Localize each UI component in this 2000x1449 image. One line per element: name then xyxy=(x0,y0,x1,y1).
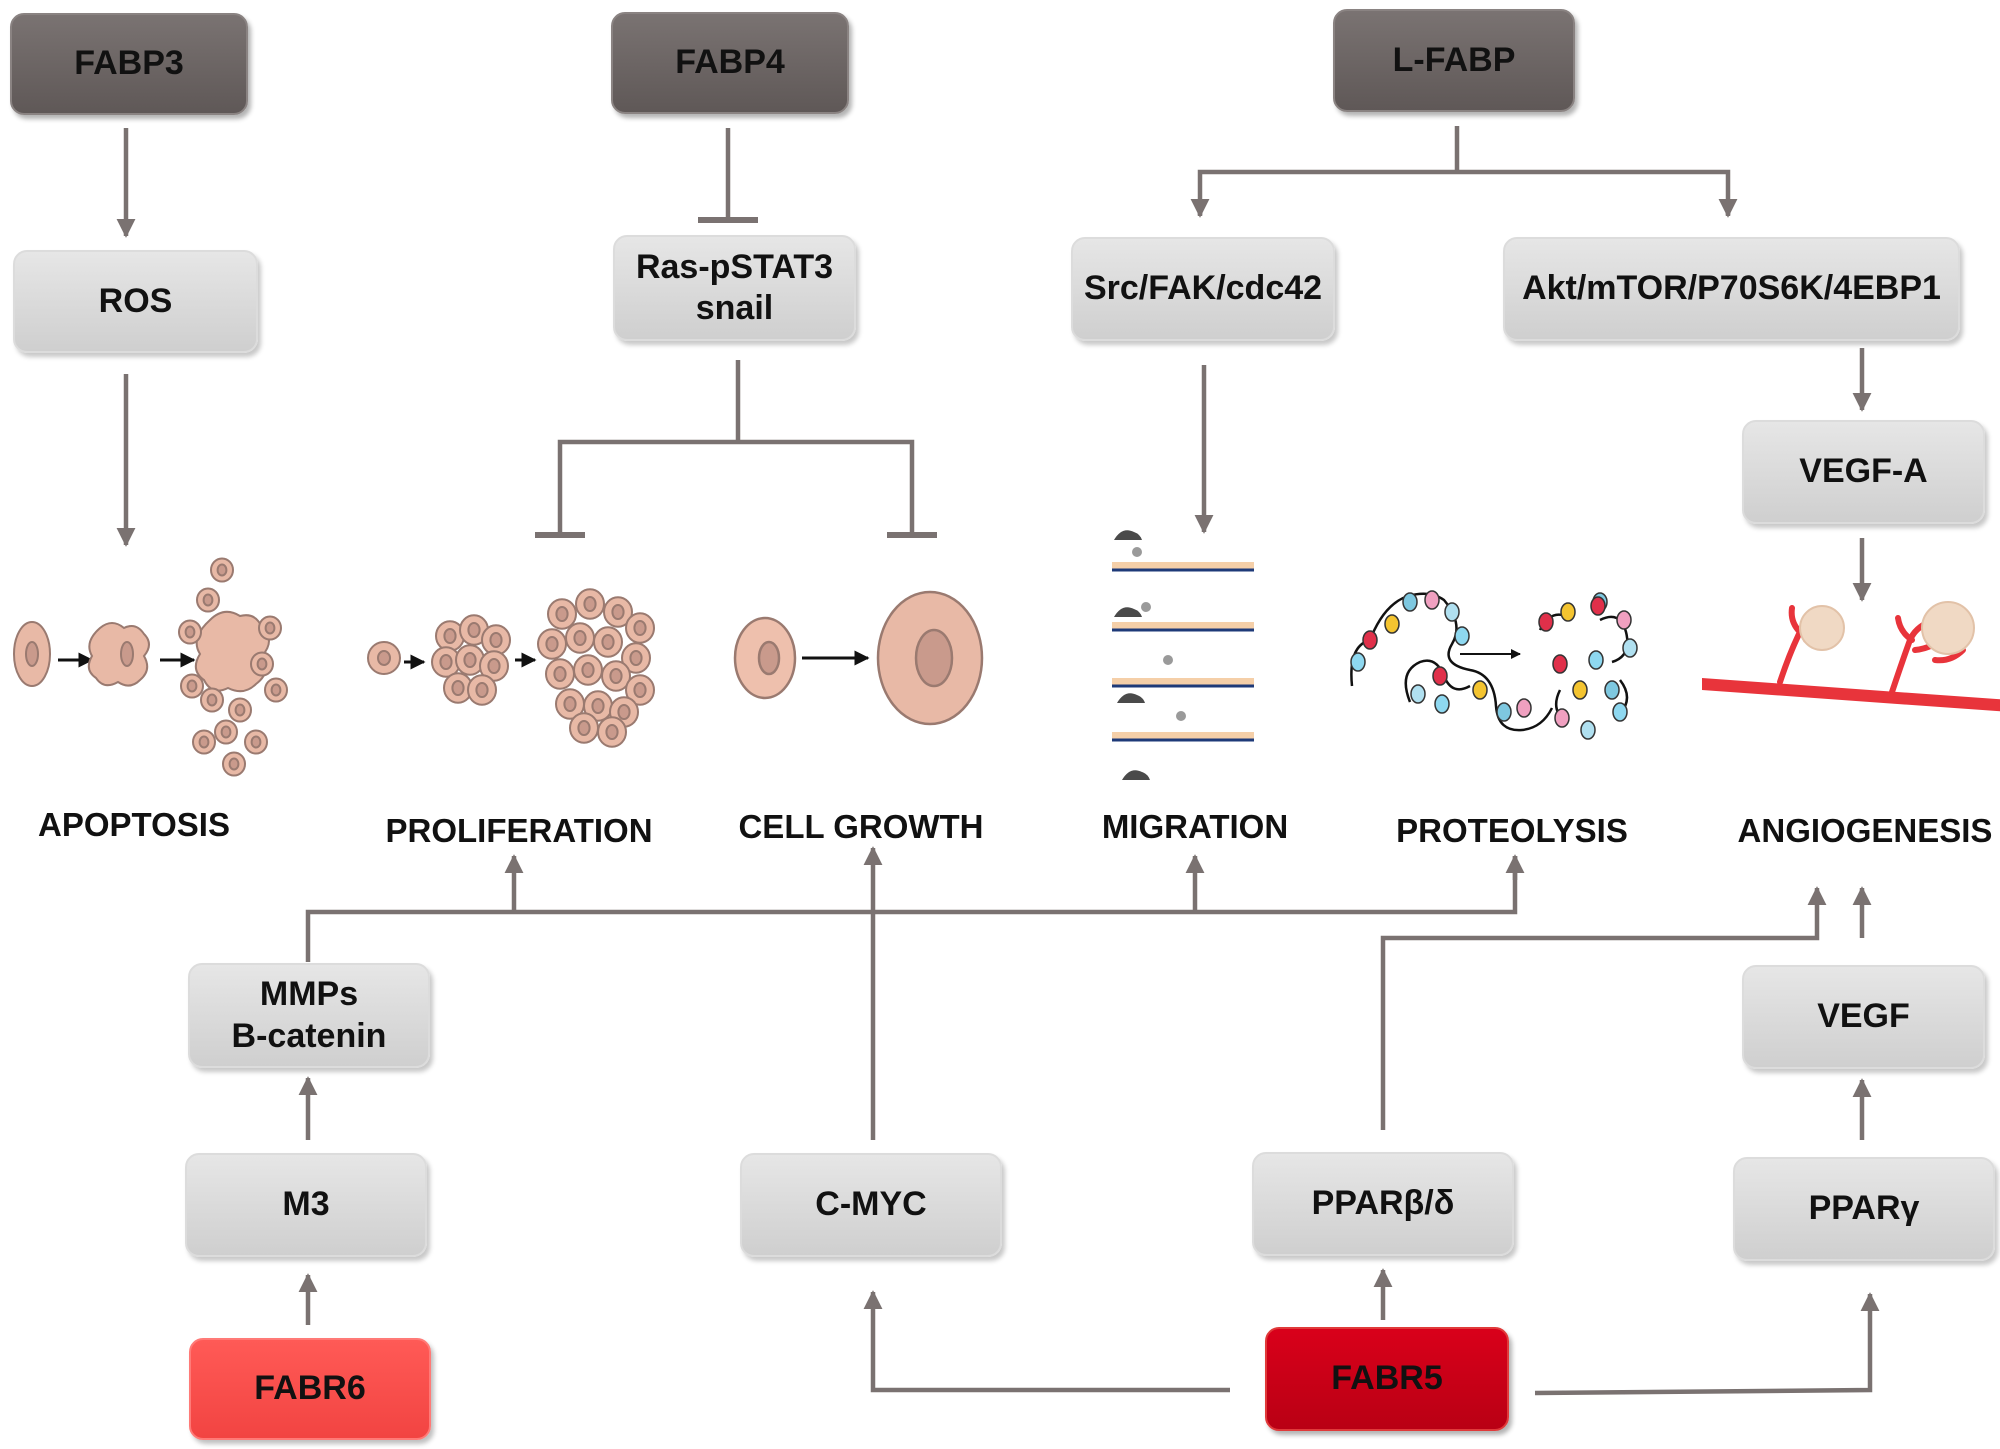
apoptotic-body xyxy=(244,729,268,755)
peptide-bead xyxy=(1572,680,1588,700)
peptide-bead xyxy=(1362,630,1378,650)
proliferating-cell xyxy=(583,690,613,722)
proliferation-illustration xyxy=(367,588,655,748)
proliferating-cell xyxy=(625,612,655,644)
edge-fabr5-pparg xyxy=(1534,1292,1880,1396)
outcome-angiogenesis: ANGIOGENESIS xyxy=(1737,812,1993,849)
proliferating-cell xyxy=(603,596,633,628)
peptide-bead xyxy=(1590,596,1606,616)
node-lfabp: L-FABP xyxy=(1333,9,1575,112)
edge-ppard-angiogenesis xyxy=(1380,886,1827,1130)
proteolysis-illustration xyxy=(1350,590,1638,740)
node-fabp4: FABP4 xyxy=(611,12,849,114)
node-vegf: VEGF xyxy=(1742,965,1985,1069)
outcome-migration: MIGRATION xyxy=(1101,808,1289,845)
cell-growth-illustration xyxy=(733,590,984,726)
dividing-cell xyxy=(467,674,497,706)
apoptotic-body xyxy=(250,651,274,677)
peptide-bead xyxy=(1588,650,1604,670)
proliferating-cell xyxy=(621,642,651,674)
angiogenesis-illustration xyxy=(1702,601,2000,712)
apoptotic-body xyxy=(192,729,216,755)
apoptotic-body xyxy=(214,719,238,745)
peptide-bead xyxy=(1434,694,1450,714)
apoptosis-illustration xyxy=(13,557,288,777)
proliferating-cell xyxy=(547,598,577,630)
proliferating-cell xyxy=(555,688,585,720)
peptide-bead xyxy=(1616,610,1632,630)
peptide-bead xyxy=(1472,680,1488,700)
apoptotic-body xyxy=(180,673,204,699)
node-ras: Ras-pSTAT3 snail xyxy=(613,235,856,341)
peptide-bead xyxy=(1454,626,1470,646)
dividing-cell xyxy=(481,624,511,656)
edge-ras-branch xyxy=(557,360,915,532)
peptide-bead xyxy=(1410,684,1426,704)
apoptotic-body xyxy=(210,557,234,583)
peptide-bead xyxy=(1538,612,1554,632)
peptide-bead xyxy=(1432,666,1448,686)
apoptotic-body xyxy=(200,687,224,713)
node-akt: Akt/mTOR/P70S6K/4EBP1 xyxy=(1503,237,1960,341)
node-pparg: PPARγ xyxy=(1733,1157,1995,1261)
node-fabr6: FABR6 xyxy=(189,1338,431,1440)
node-ros: ROS xyxy=(13,250,258,353)
node-src: Src/FAK/cdc42 xyxy=(1071,237,1335,341)
peptide-bead xyxy=(1560,602,1576,622)
proliferating-cell xyxy=(593,626,623,658)
proliferating-cell xyxy=(565,622,595,654)
proliferating-cell xyxy=(569,712,599,744)
node-mmps: MMPs B-catenin xyxy=(188,963,430,1068)
proliferating-cell xyxy=(537,628,567,660)
node-vegfa: VEGF-A xyxy=(1742,420,1985,524)
node-ppard: PPARβ/δ xyxy=(1252,1152,1514,1256)
outcome-cell-growth: CELL GROWTH xyxy=(738,808,984,845)
peptide-bead xyxy=(1612,702,1628,722)
peptide-bead xyxy=(1384,614,1400,634)
apoptotic-body xyxy=(222,751,246,777)
proliferating-cell xyxy=(597,716,627,748)
proliferating-cell xyxy=(575,588,605,620)
proliferating-cell xyxy=(573,654,603,686)
peptide-bead xyxy=(1622,638,1638,658)
peptide-bead xyxy=(1516,698,1532,718)
apoptotic-body xyxy=(264,677,288,703)
apoptotic-body xyxy=(258,615,282,641)
peptide-bead xyxy=(1424,590,1440,610)
peptide-bead xyxy=(1402,592,1418,612)
apoptotic-body xyxy=(196,587,220,613)
node-m3: M3 xyxy=(185,1153,427,1257)
apoptotic-body xyxy=(228,697,252,723)
proliferating-cell xyxy=(625,674,655,706)
proliferating-cell xyxy=(601,660,631,692)
edge-mmps-bus xyxy=(305,856,1518,962)
dividing-cell xyxy=(455,644,485,676)
node-fabr5: FABR5 xyxy=(1265,1327,1509,1431)
outcome-proteolysis: PROTEOLYSIS xyxy=(1396,812,1628,849)
dividing-cell xyxy=(443,672,473,704)
outcome-proliferation: PROLIFERATION xyxy=(385,812,653,849)
peptide-bead xyxy=(1604,680,1620,700)
peptide-bead xyxy=(1444,602,1460,622)
proliferating-cell xyxy=(545,658,575,690)
peptide-bead xyxy=(1496,702,1512,722)
edge-lfabp-branch xyxy=(1197,126,1731,215)
peptide-bead xyxy=(1350,652,1366,672)
peptide-bead xyxy=(1554,708,1570,728)
migration-illustration xyxy=(1112,530,1254,780)
node-fabp3: FABP3 xyxy=(10,13,248,115)
peptide-bead xyxy=(1552,654,1568,674)
peptide-bead xyxy=(1580,720,1596,740)
outcome-apoptosis: APOPTOSIS xyxy=(38,806,230,843)
node-cmyc: C-MYC xyxy=(740,1153,1002,1257)
edge-fabr5-cmyc xyxy=(863,1290,1230,1393)
apoptotic-body xyxy=(178,619,202,645)
